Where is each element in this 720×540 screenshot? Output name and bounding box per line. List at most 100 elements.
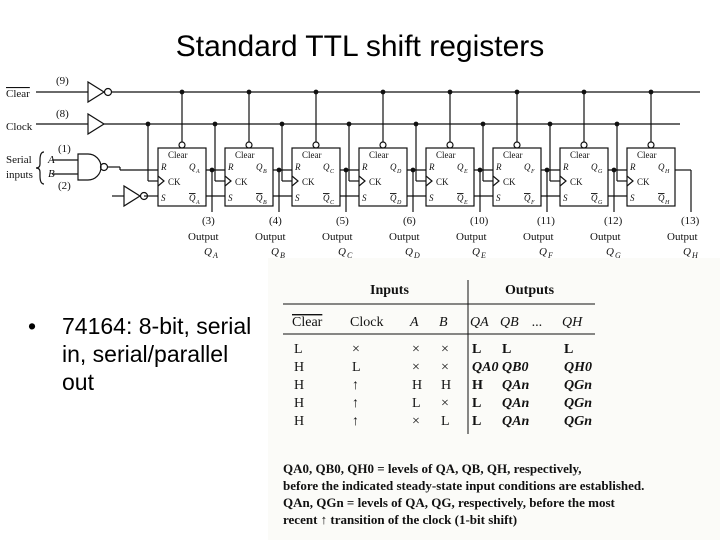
clock-node-e	[413, 121, 419, 127]
ff-qbar-label: Q	[256, 193, 263, 203]
ff-qbar-sub: H	[664, 200, 670, 206]
ff-r-label: R	[629, 162, 636, 172]
table-cell-r2-c0: H	[294, 378, 304, 393]
ff-qbar-label: Q	[390, 193, 397, 203]
output-q-sub-c: C	[347, 251, 353, 260]
ff-r-label: R	[495, 162, 502, 172]
table-cell-r3-c0: H	[294, 396, 304, 411]
table-cell-r1-c4: QA0	[472, 360, 498, 375]
table-cell-r0-c7: L	[564, 342, 573, 357]
ff-ck-label: CK	[436, 177, 449, 187]
ff-qbar-label: Q	[189, 193, 196, 203]
clock-buffer-gate	[87, 112, 106, 136]
ff-q-sub: G	[598, 169, 603, 175]
ff-clear-label: Clear	[637, 150, 657, 160]
ff-qbar-sub: C	[330, 200, 335, 206]
output-word-f: Output	[523, 231, 554, 243]
ff-s-label: S	[429, 193, 434, 203]
output-q-sub-d: D	[413, 251, 420, 260]
table-cell-r1-c3: ×	[441, 360, 449, 375]
ff-ck-label: CK	[369, 177, 382, 187]
ff-qbar-label: Q	[658, 193, 665, 203]
ff-clear-label: Clear	[369, 150, 389, 160]
function-table-panel	[268, 258, 720, 540]
clear-node-b	[246, 89, 252, 95]
ff-ck-label: CK	[302, 177, 315, 187]
output-q-sub-h: H	[691, 251, 699, 260]
ff-q-label: Q	[390, 162, 397, 172]
ff-q-sub: B	[263, 169, 267, 175]
input-b-label: B	[48, 168, 55, 180]
ff-q-label: Q	[256, 162, 263, 172]
ck-triangle-a	[157, 175, 165, 187]
output-word-c: Output	[322, 231, 353, 243]
ff-clear-label: Clear	[235, 150, 255, 160]
table-col-0: Clear	[292, 315, 323, 330]
ff-qbar-label: Q	[524, 193, 531, 203]
table-cell-r1-c0: H	[294, 360, 304, 375]
clock-node-g	[547, 121, 553, 127]
output-pin-e: (10)	[470, 215, 489, 227]
ff-r-label: R	[294, 162, 301, 172]
serial-label: Serial	[6, 154, 32, 166]
output-pin-h: (13)	[681, 215, 700, 227]
ck-triangle-f	[492, 175, 500, 187]
table-note-0: QA0, QB0, QH0 = levels of QA, QB, QH, re…	[283, 461, 582, 476]
output-q-h: Q	[683, 246, 691, 258]
ff-clear-label: Clear	[302, 150, 322, 160]
ck-triangle-e	[425, 175, 433, 187]
table-note-1: before the indicated steady-state input …	[283, 478, 644, 493]
clock-node-b	[212, 121, 218, 127]
table-col-2: A	[409, 315, 419, 330]
output-q-d: Q	[405, 246, 413, 258]
clear-node-g	[581, 89, 587, 95]
ff-qbar-sub: E	[463, 200, 468, 206]
table-col-4: QA	[470, 315, 489, 330]
table-cell-r2-c7: QGn	[564, 378, 592, 393]
pin-b: (2)	[58, 180, 71, 192]
table-col-1: Clock	[350, 315, 383, 330]
output-word-g: Output	[590, 231, 621, 243]
table-cell-r3-c7: QGn	[564, 396, 592, 411]
ff-qbar-label: Q	[457, 193, 464, 203]
table-cell-r4-c7: QGn	[564, 414, 592, 429]
table-cell-r3-c5: QAn	[502, 396, 529, 411]
clock-node-a	[145, 121, 151, 127]
table-cell-r0-c3: ×	[441, 342, 449, 357]
ff-r-label: R	[428, 162, 435, 172]
ff-qbar-sub: G	[598, 200, 603, 206]
clock-label: Clock	[6, 121, 33, 133]
output-word-h: Output	[667, 231, 698, 243]
clear-node-e	[447, 89, 453, 95]
output-q-sub-f: F	[547, 251, 553, 260]
output-q-sub-a: A	[212, 251, 218, 260]
clock-node-d	[346, 121, 352, 127]
ff-q-label: Q	[524, 162, 531, 172]
output-q-sub-e: E	[480, 251, 486, 260]
table-cell-r4-c1: ↑	[352, 414, 359, 429]
clear-node-f	[514, 89, 520, 95]
output-word-a: Output	[188, 231, 219, 243]
ff-s-label: S	[295, 193, 300, 203]
output-q-f: Q	[539, 246, 547, 258]
ff-q-label: Q	[189, 162, 196, 172]
ff-clear-label: Clear	[570, 150, 590, 160]
table-cell-r4-c3: L	[441, 414, 450, 429]
ff-s-label: S	[496, 193, 501, 203]
clear-node-d	[380, 89, 386, 95]
output-word-e: Output	[456, 231, 487, 243]
ff-r-label: R	[227, 162, 234, 172]
ck-triangle-b	[224, 175, 232, 187]
clock-node-f	[480, 121, 486, 127]
ff-r-label: R	[562, 162, 569, 172]
table-cell-r0-c2: ×	[412, 342, 420, 357]
clear-inverter-bubble	[103, 87, 113, 97]
table-cell-r4-c5: QAn	[502, 414, 529, 429]
ff-q-sub: A	[195, 169, 200, 175]
ff-clear-label: Clear	[436, 150, 456, 160]
ff-s-label: S	[228, 193, 233, 203]
and-inverter-bubble	[99, 162, 109, 172]
output-pin-d: (6)	[403, 215, 416, 227]
output-pin-c: (5)	[336, 215, 349, 227]
